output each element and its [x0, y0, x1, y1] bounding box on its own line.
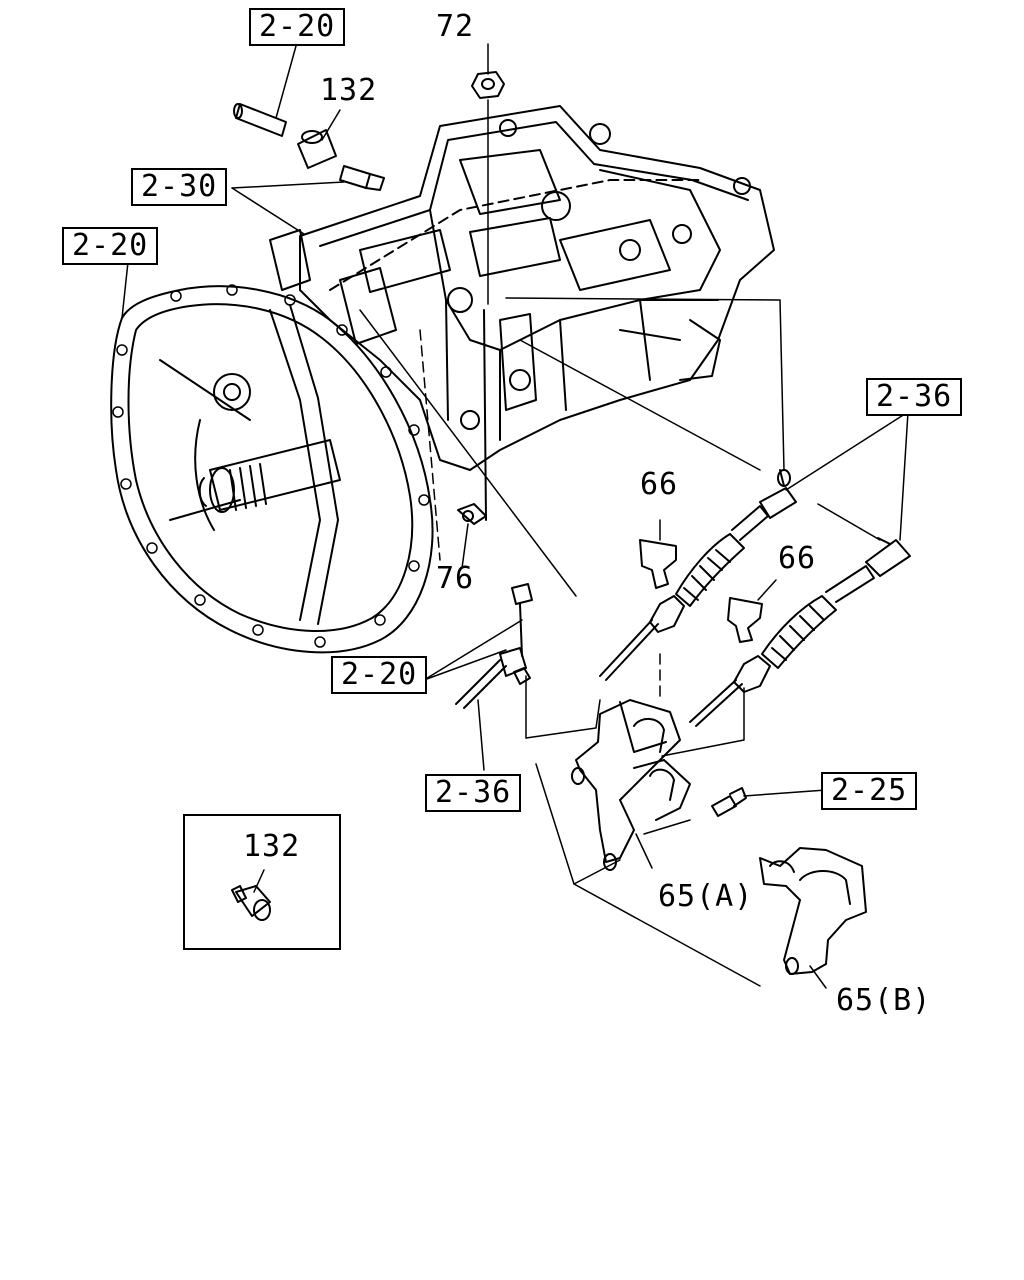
- bracket-65a-drawing: [455, 583, 691, 871]
- part-label-66-b[interactable]: 66: [778, 541, 817, 576]
- part-label-66-a[interactable]: 66: [640, 467, 679, 502]
- ref-label-2-20-left[interactable]: 2-20: [62, 227, 159, 265]
- rod-bushing-plug-group: [233, 103, 385, 191]
- part-label-65a[interactable]: 65(A): [658, 879, 754, 914]
- ref-label-2-36-right[interactable]: 2-36: [866, 378, 963, 416]
- part-label-72[interactable]: 72: [436, 9, 475, 44]
- bolt-drawing: [711, 787, 747, 817]
- part-label-65b[interactable]: 65(B): [836, 983, 932, 1018]
- inset-detail-frame: [183, 814, 341, 950]
- transmission-assembly: [110, 105, 775, 654]
- nut-72-drawing: [471, 71, 505, 99]
- shift-cables-drawing: [599, 469, 911, 727]
- ref-label-2-20-top[interactable]: 2-20: [249, 8, 346, 46]
- ref-label-2-30[interactable]: 2-30: [131, 168, 228, 206]
- ref-label-2-36-bottom[interactable]: 2-36: [425, 774, 522, 812]
- inset-part-label-132[interactable]: 132: [243, 829, 301, 864]
- leader-lines: [121, 43, 909, 989]
- bracket-76-drawing: [457, 309, 487, 525]
- bracket-65b-drawing: [759, 847, 867, 975]
- part-label-76[interactable]: 76: [436, 561, 475, 596]
- ref-label-2-20-mid[interactable]: 2-20: [331, 656, 428, 694]
- ref-label-2-25[interactable]: 2-25: [821, 772, 918, 810]
- part-label-132[interactable]: 132: [320, 73, 378, 108]
- inset-bushing-132-drawing: [231, 885, 271, 921]
